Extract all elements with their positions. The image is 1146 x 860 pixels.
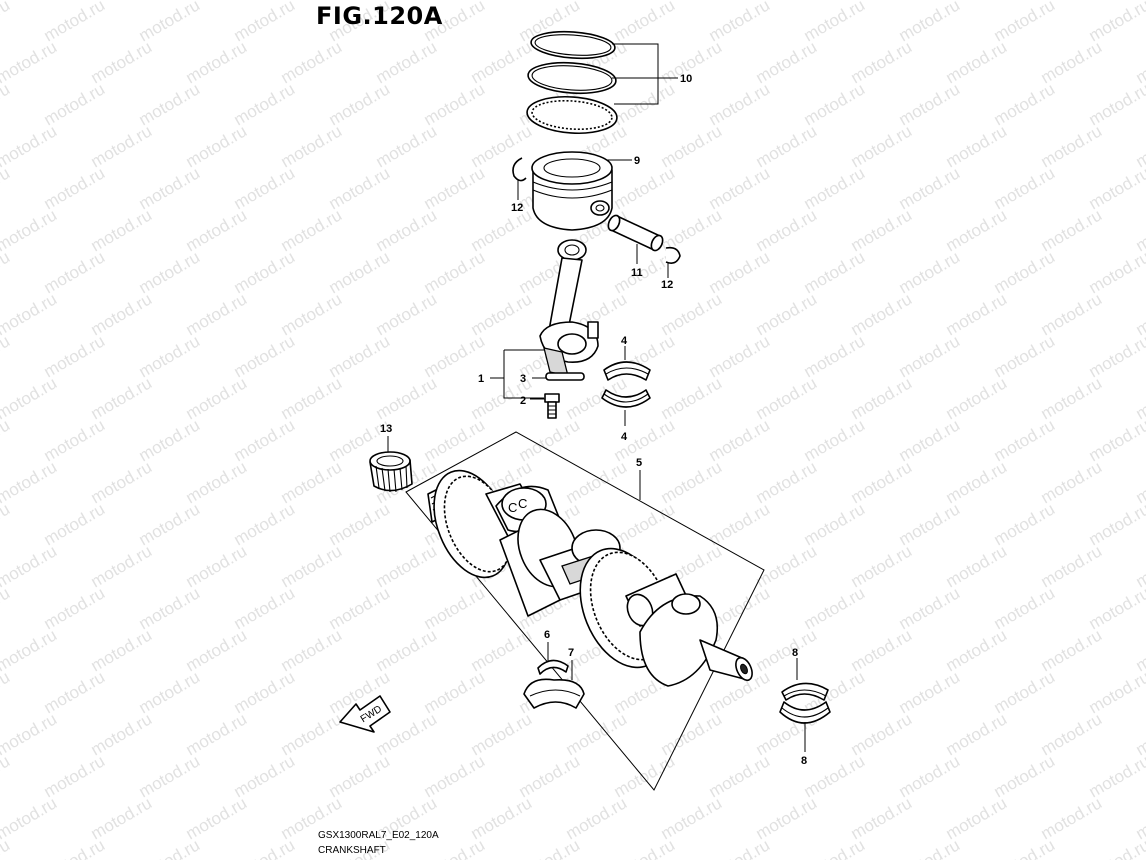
callout-6[interactable]: 6 [544, 629, 550, 641]
thrust-bearing-7[interactable] [523, 678, 585, 709]
leader-lines [387, 43, 806, 752]
piston[interactable] [531, 151, 613, 231]
callout-1[interactable]: 1 [478, 373, 484, 385]
journal-bearing-upper[interactable] [781, 682, 829, 701]
crankshaft[interactable]: C C [405, 431, 765, 791]
callout-13[interactable]: 13 [380, 423, 392, 435]
callout-11[interactable]: 11 [631, 267, 643, 279]
callout-5[interactable]: 5 [636, 457, 642, 469]
callout-labels: 10 9 12 11 12 1 3 2 4 4 13 5 6 7 8 8 [380, 73, 807, 767]
connecting-rod[interactable] [539, 239, 599, 377]
callout-4-bottom[interactable]: 4 [621, 431, 628, 443]
circlip-left[interactable] [512, 157, 527, 182]
circlip-right[interactable] [665, 246, 681, 264]
callout-4-top[interactable]: 4 [621, 335, 628, 347]
callout-3[interactable]: 3 [520, 373, 526, 385]
conrod-bearing-upper[interactable] [603, 361, 651, 381]
forward-direction-arrow: FWD [339, 695, 391, 733]
callout-10[interactable]: 10 [680, 73, 692, 85]
callout-8-bottom[interactable]: 8 [801, 755, 807, 767]
svg-text:C: C [508, 500, 517, 515]
conrod-bolt[interactable] [544, 393, 560, 419]
journal-bearing-lower[interactable] [779, 701, 831, 724]
callout-2[interactable]: 2 [520, 395, 526, 407]
conrod-bearing-lower[interactable] [601, 389, 651, 408]
piston-rings[interactable] [526, 29, 618, 136]
callout-12-left[interactable]: 12 [511, 202, 523, 214]
callout-12-right[interactable]: 12 [661, 279, 673, 291]
needle-bearing[interactable] [369, 451, 413, 493]
thrust-bearing-6[interactable] [537, 659, 569, 675]
conrod-nut[interactable] [545, 372, 585, 381]
svg-text:C: C [518, 496, 527, 511]
section-name: CRANKSHAFT [318, 845, 386, 856]
callout-7[interactable]: 7 [568, 647, 574, 659]
model-code: GSX1300RAL7_E02_120A [318, 830, 439, 841]
figure-title: FIG.120A [316, 2, 443, 30]
piston-pin[interactable] [606, 214, 665, 253]
callout-8-top[interactable]: 8 [792, 647, 798, 659]
callout-9[interactable]: 9 [634, 155, 640, 167]
